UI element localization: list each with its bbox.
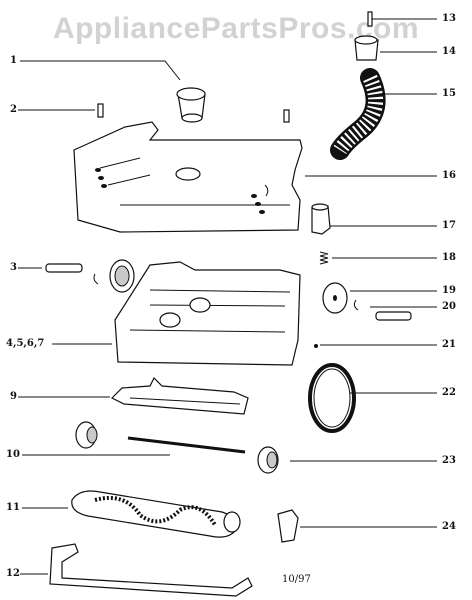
- callout-16: 16: [442, 170, 456, 181]
- part-base: [114, 261, 301, 366]
- callout-22: 22: [442, 387, 456, 398]
- callout-19: 19: [442, 285, 456, 296]
- leader-lines: [18, 18, 437, 575]
- date-code: 10/97: [282, 574, 311, 585]
- part-hose: [330, 68, 386, 160]
- part-small-dot: [314, 344, 318, 348]
- leader-1: [20, 60, 181, 81]
- callout-3: 3: [10, 262, 17, 273]
- part-bottom-plate: [110, 376, 249, 415]
- part-hose-cap: [354, 35, 379, 61]
- part-bumper-bar: [49, 543, 253, 597]
- callout-9: 9: [10, 391, 17, 402]
- part-valve: [311, 203, 331, 235]
- callout-20: 20: [442, 301, 456, 312]
- part-top-cover: [73, 121, 303, 233]
- callout-2: 2: [10, 104, 17, 115]
- callout-23: 23: [442, 455, 456, 466]
- part-screws: [97, 103, 290, 123]
- callout-13: 13: [442, 13, 456, 24]
- callout-24: 24: [442, 521, 456, 532]
- part-clip-axle: [353, 299, 412, 321]
- part-rod: [75, 421, 279, 474]
- callout-15: 15: [442, 88, 456, 99]
- callout-21: 21: [442, 339, 456, 350]
- part-spring: [319, 251, 329, 265]
- part-clip: [277, 509, 299, 543]
- part-wheel-left: [93, 259, 135, 293]
- callout-18: 18: [442, 252, 456, 263]
- callout-11: 11: [6, 502, 20, 513]
- callout-12: 12: [6, 568, 20, 579]
- part-belt: [308, 363, 356, 433]
- part-top-screw: [367, 11, 373, 27]
- part-axle: [45, 263, 83, 273]
- part-wheel-right: [322, 282, 348, 314]
- part-hose-coupling: [176, 87, 206, 123]
- callout-17: 17: [442, 220, 456, 231]
- callout-14: 14: [442, 46, 456, 57]
- callout-4-7: 4,5,6,7: [6, 338, 45, 349]
- callout-10: 10: [6, 449, 20, 460]
- part-brushroll: [71, 490, 241, 538]
- callout-1: 1: [10, 55, 17, 66]
